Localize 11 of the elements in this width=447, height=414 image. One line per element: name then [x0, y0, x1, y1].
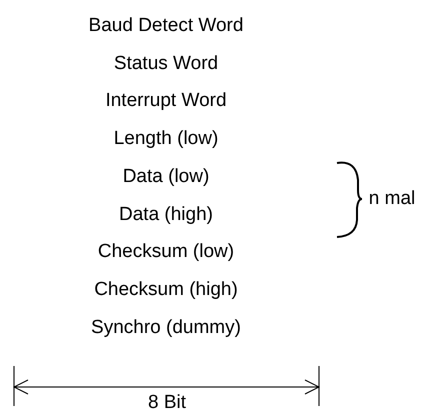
- field-label: Interrupt Word: [105, 90, 227, 112]
- field-label: Synchro (dummy): [91, 316, 241, 339]
- field-label: Data (high): [119, 204, 213, 226]
- field-label: Checksum (low): [98, 241, 234, 264]
- field-label: Length (low): [114, 128, 218, 150]
- field-label: Data (low): [122, 166, 210, 188]
- field-label: Baud Detect Word: [88, 15, 244, 37]
- dimension-label: 8 Bit: [148, 392, 186, 414]
- repeat-label: n mal: [368, 188, 416, 210]
- field-label: Status Word: [114, 52, 218, 75]
- field-label: Checksum (high): [94, 278, 238, 301]
